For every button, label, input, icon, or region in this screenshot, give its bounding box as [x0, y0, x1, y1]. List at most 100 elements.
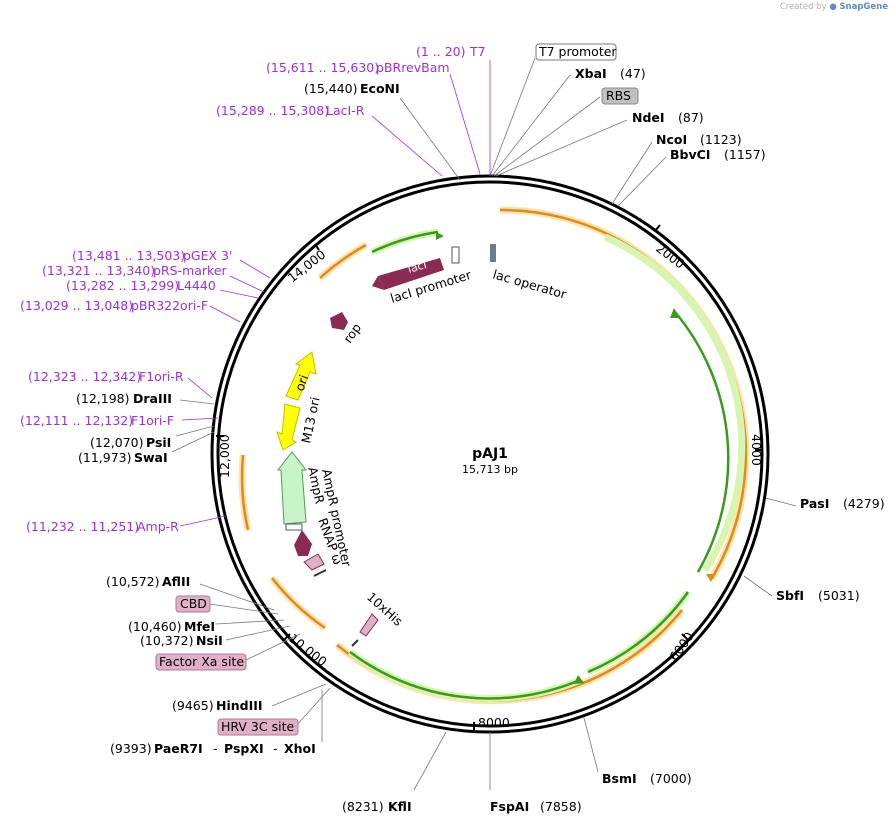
- green-arc-right-arrow: [670, 308, 680, 318]
- orf-arc-left: [271, 577, 326, 630]
- leader-sbfi: [743, 575, 773, 597]
- his-tag: [359, 613, 379, 637]
- enzyme-psii: PsiI: [146, 435, 171, 450]
- primer-l4440-range: (13,282 .. 13,299): [66, 278, 179, 293]
- enzyme-fspai-pos: (7858): [540, 799, 582, 814]
- enzyme-kfli: KflI: [388, 799, 412, 814]
- lacI-arrowhead: [372, 276, 384, 290]
- enzyme-econi-pos: (15,440): [304, 81, 358, 96]
- primer-l4440-name: L4440: [177, 278, 216, 293]
- enzyme-sbfi: SbfI: [776, 588, 804, 603]
- leader-bsmi: [583, 717, 599, 773]
- enzyme-sep-2: -: [273, 741, 278, 756]
- enzyme-sep-1: -: [213, 741, 218, 756]
- lac-operator-mark: [490, 244, 496, 262]
- leader-aflii: [199, 583, 275, 611]
- leader-swai: [171, 431, 215, 453]
- leader-hindiii: [271, 683, 327, 707]
- ampr-promoter-mark: [285, 523, 303, 531]
- primer-pgex-range: (13,481 .. 13,503): [72, 248, 185, 263]
- enzyme-bsmi: BsmI: [602, 771, 637, 786]
- pleader-prs: [229, 275, 265, 293]
- green-arc-small: [587, 591, 690, 674]
- enzyme-bsmi-pos: (7000): [650, 771, 692, 786]
- leader-ndei: [495, 119, 628, 177]
- enzyme-sbfi-pos: (5031): [818, 588, 860, 603]
- tick-label-4000: 4000: [749, 434, 764, 466]
- enzyme-ndei-pos: (87): [678, 110, 704, 125]
- snapgene-credit: Created by ● SnapGene: [780, 2, 888, 12]
- enzyme-kfli-pos: (8231): [342, 799, 384, 814]
- leader-hrv: [295, 687, 331, 727]
- lac-operator-label: lac operator: [491, 266, 569, 302]
- orf-arc-right-glow: [499, 206, 750, 580]
- enzyme-psii-pos: (12,070): [90, 435, 144, 450]
- green-arc-bottom: [349, 650, 581, 700]
- leader-bbvci: [617, 156, 667, 207]
- tick-label-8000: 8000: [478, 715, 510, 730]
- enzyme-ncoi: NcoI: [656, 132, 687, 147]
- enzyme-swai-pos: (11,973): [78, 450, 132, 465]
- orf-arc-topleft: [319, 243, 367, 279]
- cbd-feature: [303, 553, 325, 571]
- green-arc-right-glow: [603, 233, 746, 572]
- m13-ori-label: M13 ori: [298, 396, 322, 445]
- leader-nsii: [225, 625, 291, 641]
- ori-label: ori: [292, 373, 312, 393]
- leader-factor-xa: [245, 633, 301, 661]
- factor-xa-label: Factor Xa site: [159, 654, 244, 669]
- primer-pbr322-range: (13,029 .. 13,048): [20, 298, 133, 313]
- primer-laci-r-range: (15,289 .. 15,308): [216, 103, 329, 118]
- enzyme-xbai-pos: (47): [620, 66, 646, 81]
- enzyme-mfei-pos: (10,460): [128, 619, 182, 634]
- enzyme-nsii: NsiI: [196, 633, 223, 648]
- leader-mfei: [215, 619, 285, 625]
- hrv-mark: [351, 639, 359, 647]
- enzyme-xbai: XbaI: [575, 66, 607, 81]
- green-arc-right: [674, 311, 730, 573]
- pleader-laci-r: [371, 115, 443, 177]
- enzyme-aflii: AflII: [162, 574, 190, 589]
- primer-laci-r-name: LacI-R: [326, 103, 365, 118]
- tick-10000: [283, 633, 291, 641]
- leader-t7-promoter: [489, 57, 536, 177]
- t7-promoter-box: [535, 43, 617, 61]
- credit-prefix: Created by: [779, 2, 827, 12]
- pleader-f1ori-r: [187, 377, 213, 399]
- t7-promoter-label: T7 promoter: [538, 44, 617, 59]
- enzyme-hindiii-pos: (9465): [172, 698, 214, 713]
- primer-pbr322-name: pBR322ori-F: [131, 298, 208, 313]
- primer-pbrrevbam-range: (15,611 .. 15,630): [266, 60, 379, 75]
- leader-draiii: [179, 399, 215, 405]
- green-arc-top-glow: [370, 228, 439, 256]
- enzyme-paer7i: PaeR7I: [154, 741, 203, 756]
- primer-f1ori-f-range: (12,111 .. 12,132): [20, 413, 133, 428]
- leader-rbs: [493, 96, 601, 177]
- backbone-inner: [216, 180, 764, 728]
- pleader-amp-r: [179, 515, 227, 527]
- enzyme-mfei: MfeI: [184, 619, 215, 634]
- leaders: [171, 57, 797, 791]
- lacI-promoter-mark: [451, 246, 460, 264]
- enzyme-aflii-pos: (10,572): [106, 574, 160, 589]
- primer-leaders: [179, 60, 491, 527]
- primer-f1ori-f-name: F1ori-F: [131, 413, 174, 428]
- enzyme-nsii-pos: (10,372): [140, 633, 194, 648]
- primer-f1ori-r-range: (12,323 .. 12,342): [28, 369, 141, 384]
- ori-arrow: [285, 351, 317, 401]
- tick-label-12000: 12,000: [217, 434, 232, 478]
- inner-features: lacI lacI promoter lac operator rop ori …: [276, 244, 569, 647]
- rbs-box: [601, 87, 639, 105]
- leader-econi: [399, 97, 461, 181]
- tick-6000: [681, 633, 689, 641]
- rop-arrow: [330, 312, 348, 330]
- orf-arc-right-arrow: [706, 574, 716, 582]
- leader-kfli: [413, 731, 447, 791]
- tick-2000: [654, 224, 661, 232]
- m13-ori-arrow: [276, 403, 301, 451]
- primer-prs-range: (13,321 .. 13,340): [42, 263, 155, 278]
- rbs-label: RBS: [606, 88, 631, 103]
- tick-14000: [314, 243, 320, 251]
- leader-cbd: [209, 603, 279, 615]
- lacI-arrow: [378, 258, 444, 290]
